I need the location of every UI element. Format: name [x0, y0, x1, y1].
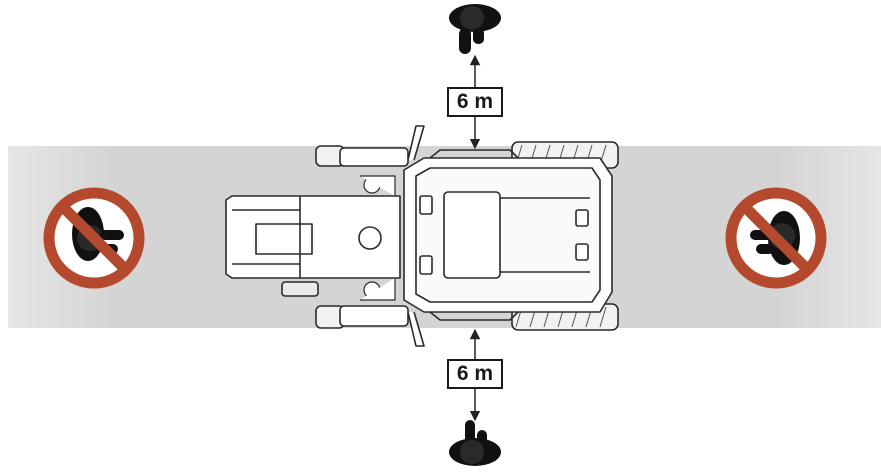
- tractor-top-view: [225, 125, 619, 347]
- distance-label-top: 6 m: [447, 87, 503, 117]
- person-icon-bottom: [449, 420, 501, 466]
- person-icon-top: [449, 4, 501, 54]
- distance-label-bottom: 6 m: [447, 359, 503, 389]
- no-person-icon-left: [43, 187, 145, 289]
- no-person-icon-right: [725, 187, 827, 289]
